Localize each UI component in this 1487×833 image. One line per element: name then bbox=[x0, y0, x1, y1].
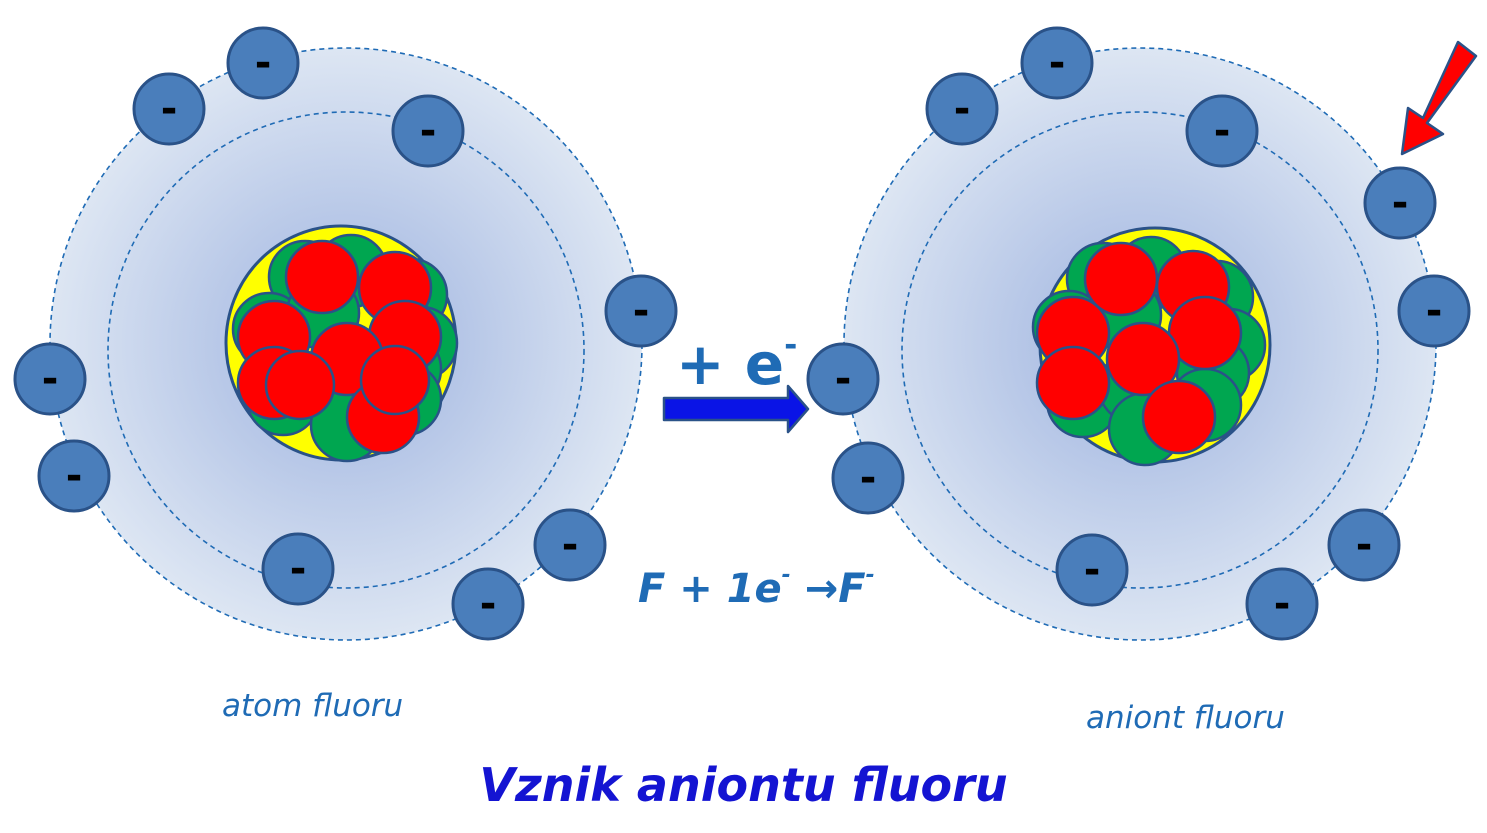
electron-charge: - bbox=[1274, 581, 1291, 627]
electron-charge: - bbox=[1426, 288, 1443, 334]
electron: - bbox=[261, 532, 335, 606]
inner-shell bbox=[901, 111, 1379, 589]
electron: - bbox=[451, 567, 525, 641]
electron-charge: - bbox=[1392, 180, 1409, 226]
electron-charge: - bbox=[161, 86, 178, 132]
atom-label: atom fluoru bbox=[222, 688, 404, 724]
electron: - bbox=[1327, 508, 1401, 582]
electron: - bbox=[533, 508, 607, 582]
electron-charge: - bbox=[860, 455, 877, 501]
electron-group: - - - - - - - - - - bbox=[806, 26, 1471, 641]
proton bbox=[264, 349, 336, 421]
electron-charge: - bbox=[1049, 40, 1066, 86]
electron: - bbox=[1020, 26, 1094, 100]
electron-charge: - bbox=[562, 522, 579, 568]
equation-product: F bbox=[838, 566, 866, 612]
electron: - bbox=[604, 274, 678, 348]
equation-arrow: → bbox=[804, 566, 839, 612]
electron: - bbox=[1245, 567, 1319, 641]
electron: - bbox=[1397, 274, 1471, 348]
electron-charge: - bbox=[420, 108, 437, 154]
down-left-arrow-icon bbox=[1400, 40, 1478, 156]
equation-reactant: F + 1e bbox=[638, 566, 782, 612]
electron-charge: - bbox=[835, 356, 852, 402]
electron: - bbox=[1185, 94, 1259, 168]
equation-product-charge: - bbox=[865, 563, 875, 589]
electron: - bbox=[226, 26, 300, 100]
diagram-title: Vznik aniontu fluoru bbox=[479, 758, 1008, 812]
proton bbox=[1141, 379, 1217, 455]
electron: - bbox=[391, 94, 465, 168]
electron-charge: - bbox=[1084, 547, 1101, 593]
added-electron-label: + e- bbox=[676, 325, 798, 398]
electron-charge: - bbox=[66, 453, 83, 499]
electron: - bbox=[806, 342, 880, 416]
proton bbox=[1105, 321, 1181, 397]
nucleus bbox=[1031, 226, 1272, 467]
electron: - bbox=[925, 72, 999, 146]
electron: - bbox=[1055, 533, 1129, 607]
inner-shell bbox=[107, 111, 585, 589]
anion-label: aniont fluoru bbox=[1086, 700, 1285, 736]
electron-group: - - - - - - - - - bbox=[13, 26, 678, 641]
electron: - bbox=[831, 441, 905, 515]
chemical-equation: F + 1e- →F- bbox=[638, 563, 875, 612]
electron-charge: - bbox=[1214, 108, 1231, 154]
proton bbox=[284, 239, 360, 315]
electron-charge: - bbox=[255, 40, 272, 86]
electron: - bbox=[13, 342, 87, 416]
electron-charge: - bbox=[954, 86, 971, 132]
fluorine-atom: - - - - - - - - - bbox=[13, 26, 678, 641]
electron-charge: - bbox=[1356, 522, 1373, 568]
electron-charge: - bbox=[42, 356, 59, 402]
electron-charge: - bbox=[480, 581, 497, 627]
electron: - bbox=[1363, 166, 1437, 240]
proton bbox=[359, 344, 431, 416]
electron: - bbox=[132, 72, 206, 146]
nucleus bbox=[224, 224, 459, 463]
right-arrow-icon bbox=[662, 384, 810, 434]
electron-charge: - bbox=[290, 546, 307, 592]
electron-charge: - bbox=[633, 288, 650, 334]
fluoride-anion: - - - - - - - - - - bbox=[806, 26, 1471, 641]
equation-reactant-charge: - bbox=[781, 563, 791, 589]
electron: - bbox=[37, 439, 111, 513]
proton bbox=[1035, 345, 1111, 421]
